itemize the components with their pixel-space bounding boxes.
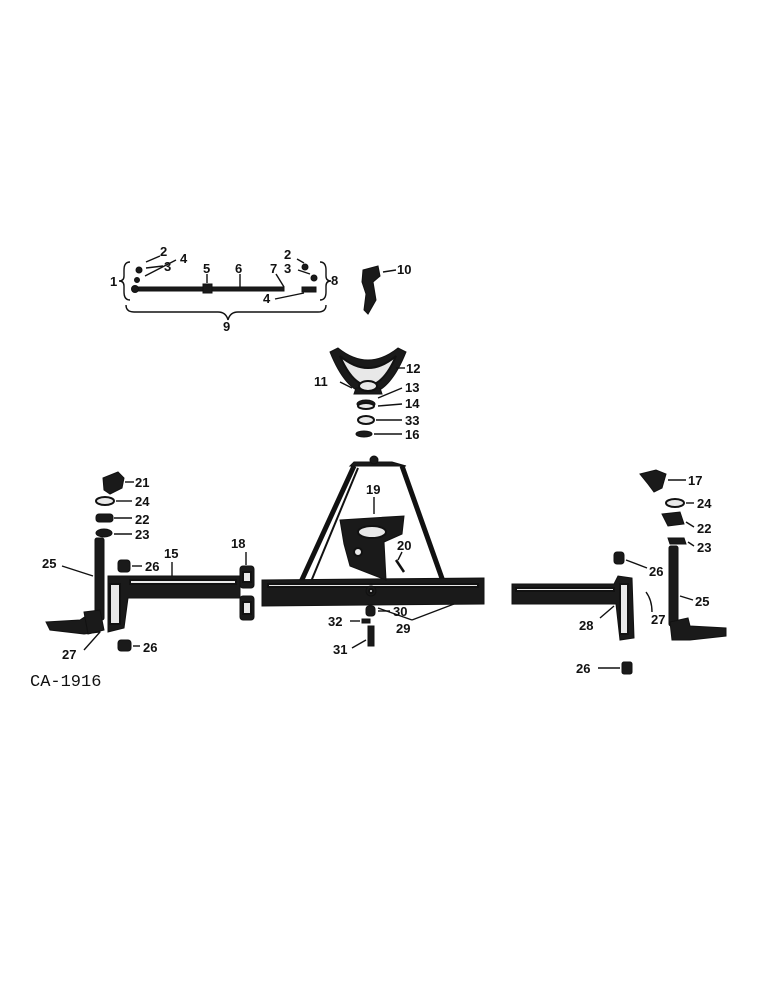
callout-4-left: 4: [180, 251, 188, 266]
callout-15: 15: [164, 546, 178, 561]
left-spindle: 25: [42, 537, 105, 635]
callout-23-right: 23: [697, 540, 711, 555]
right-axle-extension: 28 26 27 26: [511, 551, 665, 676]
callout-27-right: 27: [651, 612, 665, 627]
tie-rod-assembly: 1 2 3 4 5 6 7 2 3 8 4 9: [110, 244, 338, 334]
callout-26-d: 26: [576, 661, 590, 676]
callout-27-left: 27: [62, 647, 76, 662]
callout-26-a: 26: [145, 559, 159, 574]
callout-8: 8: [331, 273, 338, 288]
callout-32: 32: [328, 614, 342, 629]
left-spindle-stack: 21 24 22 23: [95, 471, 150, 542]
callout-10: 10: [397, 262, 411, 277]
right-spindle-stack: 17 24 22 23: [639, 469, 712, 555]
right-spindle: 25: [668, 545, 727, 641]
callout-16: 16: [405, 427, 419, 442]
callout-24-left: 24: [135, 494, 150, 509]
bolster-bracket: 19 20: [339, 482, 411, 581]
callout-31: 31: [333, 642, 347, 657]
callout-17: 17: [688, 473, 702, 488]
bolster-assembly: 12 11 13 14 33 16: [314, 347, 420, 442]
callout-1: 1: [110, 274, 117, 289]
callout-3-left: 3: [164, 259, 171, 274]
left-axle-extension: 15 26 26 27: [62, 546, 241, 662]
callout-11: 11: [314, 374, 328, 389]
center-axle: [261, 455, 485, 607]
callout-20: 20: [397, 538, 411, 553]
callout-28: 28: [579, 618, 593, 633]
callout-30: 30: [393, 604, 407, 619]
callout-5: 5: [203, 261, 210, 276]
callout-29: 29: [396, 621, 410, 636]
callout-18: 18: [231, 536, 245, 551]
callout-33: 33: [405, 413, 419, 428]
callout-6: 6: [235, 261, 242, 276]
callout-13: 13: [405, 380, 419, 395]
callout-26-b: 26: [143, 640, 157, 655]
callout-19: 19: [366, 482, 380, 497]
callout-2-left: 2: [160, 244, 167, 259]
callout-26-c: 26: [649, 564, 663, 579]
callout-12: 12: [406, 361, 420, 376]
callout-2-right: 2: [284, 247, 291, 262]
bushing-set: 18: [231, 536, 255, 621]
callout-4-right: 4: [263, 291, 271, 306]
callout-21: 21: [135, 475, 149, 490]
callout-24-right: 24: [697, 496, 712, 511]
callout-7: 7: [270, 261, 277, 276]
callout-14: 14: [405, 396, 420, 411]
callout-25-left: 25: [42, 556, 56, 571]
steering-arm: 10: [361, 262, 411, 315]
callout-22-left: 22: [135, 512, 149, 527]
callout-22-right: 22: [697, 521, 711, 536]
callout-3-right: 3: [284, 261, 291, 276]
pivot-pin-stack: 30 29 32 31: [328, 603, 455, 657]
drawing-code: CA-1916: [30, 673, 101, 692]
callout-23-left: 23: [135, 527, 149, 542]
callout-9: 9: [223, 319, 230, 334]
callout-25-right: 25: [695, 594, 709, 609]
